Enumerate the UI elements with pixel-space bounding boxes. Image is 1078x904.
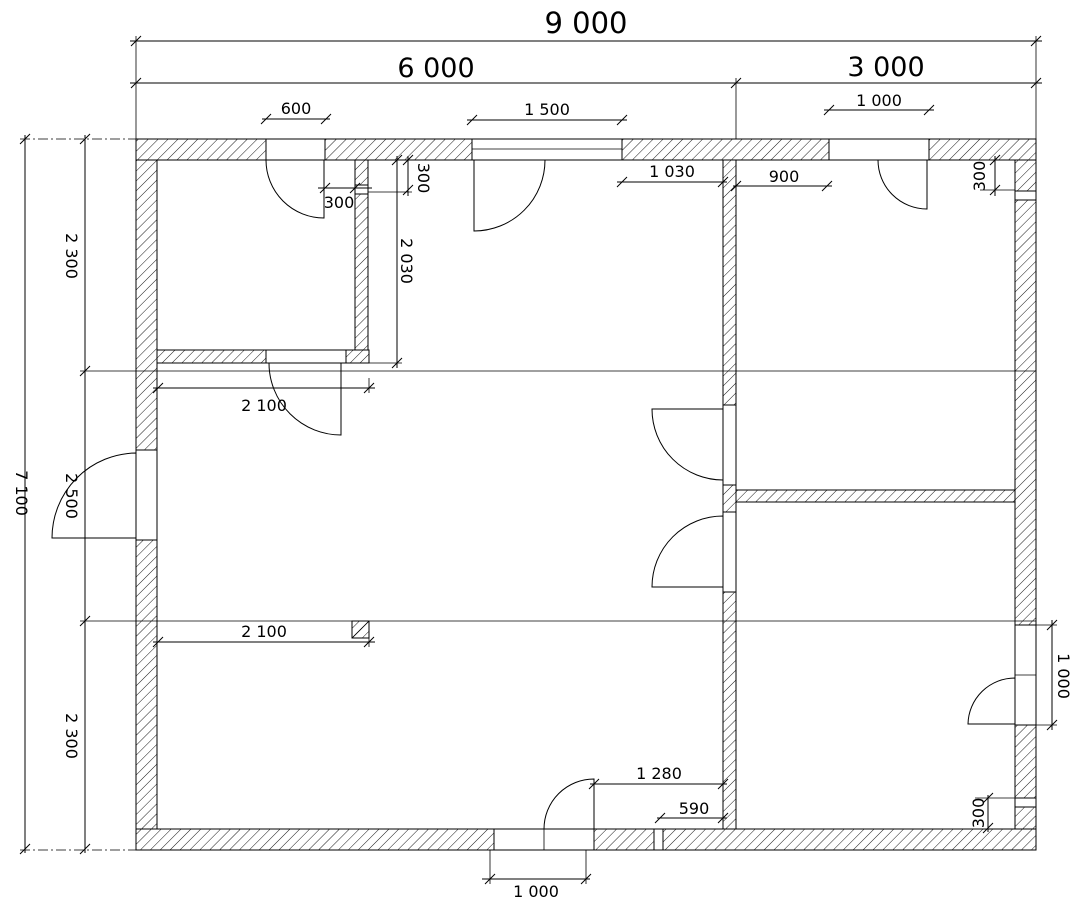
door-swing-bottom [543, 778, 595, 830]
vent-small-room [354, 184, 369, 195]
door-swing-small-room-bottom [268, 362, 342, 436]
dim-row-top: 2 300 [62, 233, 81, 279]
dim-window-bottom: 1 000 [513, 882, 559, 901]
dim-row-middle: 2 500 [62, 473, 81, 519]
wall-right-partition [735, 489, 1016, 503]
dim-small-right-bottom: 300 [969, 798, 988, 829]
wall-main-partition [722, 159, 737, 830]
door-gap-partition-2 [722, 511, 737, 593]
door-swing-partition-1 [651, 408, 724, 481]
dim-window-top-right: 1 000 [856, 91, 902, 110]
wall-small-room-right [354, 159, 369, 351]
dim-small-bottom: 590 [679, 799, 710, 818]
dim-small-300-c: 300 [970, 161, 989, 192]
dim-overall-height: 7 100 [12, 470, 31, 516]
door-swing-partition-2 [651, 515, 724, 588]
walls [135, 138, 1037, 851]
dim-left-block: 6 000 [397, 53, 474, 84]
dim-top-right-offset-left: 1 030 [649, 162, 695, 181]
dim-overall-width: 9 000 [544, 6, 627, 40]
doors [51, 159, 1016, 830]
window-top-left [265, 138, 326, 161]
dim-right-block: 3 000 [847, 52, 924, 83]
door-gap-partition-1 [722, 404, 737, 486]
dim-window-top-left: 600 [281, 99, 312, 118]
wall-right [1014, 159, 1037, 830]
door-gap-small-room [265, 349, 347, 364]
door-swing-left [51, 452, 137, 539]
window-top-mid [471, 138, 623, 161]
window-left [135, 449, 158, 541]
door-swing-right [967, 677, 1016, 725]
dim-top-right-offset-right: 900 [769, 167, 800, 186]
door-swing-small-room-top [265, 159, 325, 219]
dim-partition-height: 2 030 [397, 238, 416, 284]
dimension-labels: 9 000 6 000 3 000 7 100 2 300 2 500 2 30… [12, 6, 1073, 901]
vent-bottom [653, 828, 664, 851]
dim-window-right: 1 000 [1054, 653, 1073, 699]
door-swing-top-right [877, 159, 928, 210]
dimension-lines [19, 35, 1058, 885]
window-top-right [828, 138, 930, 161]
door-swing-top-mid [473, 159, 546, 232]
dim-small-300-a: 300 [324, 193, 355, 212]
openings [135, 138, 1037, 851]
vent-right-top [1014, 190, 1037, 201]
dim-row-offset-top: 2 100 [241, 396, 287, 415]
dim-row-offset-bottom: 2 100 [241, 622, 287, 641]
dim-door-bottom-offset: 1 280 [636, 764, 682, 783]
vent-right-bottom [1014, 797, 1037, 808]
dim-row-bottom: 2 300 [62, 713, 81, 759]
dim-small-300-b: 300 [414, 163, 433, 194]
dim-window-top-mid: 1 500 [524, 100, 570, 119]
